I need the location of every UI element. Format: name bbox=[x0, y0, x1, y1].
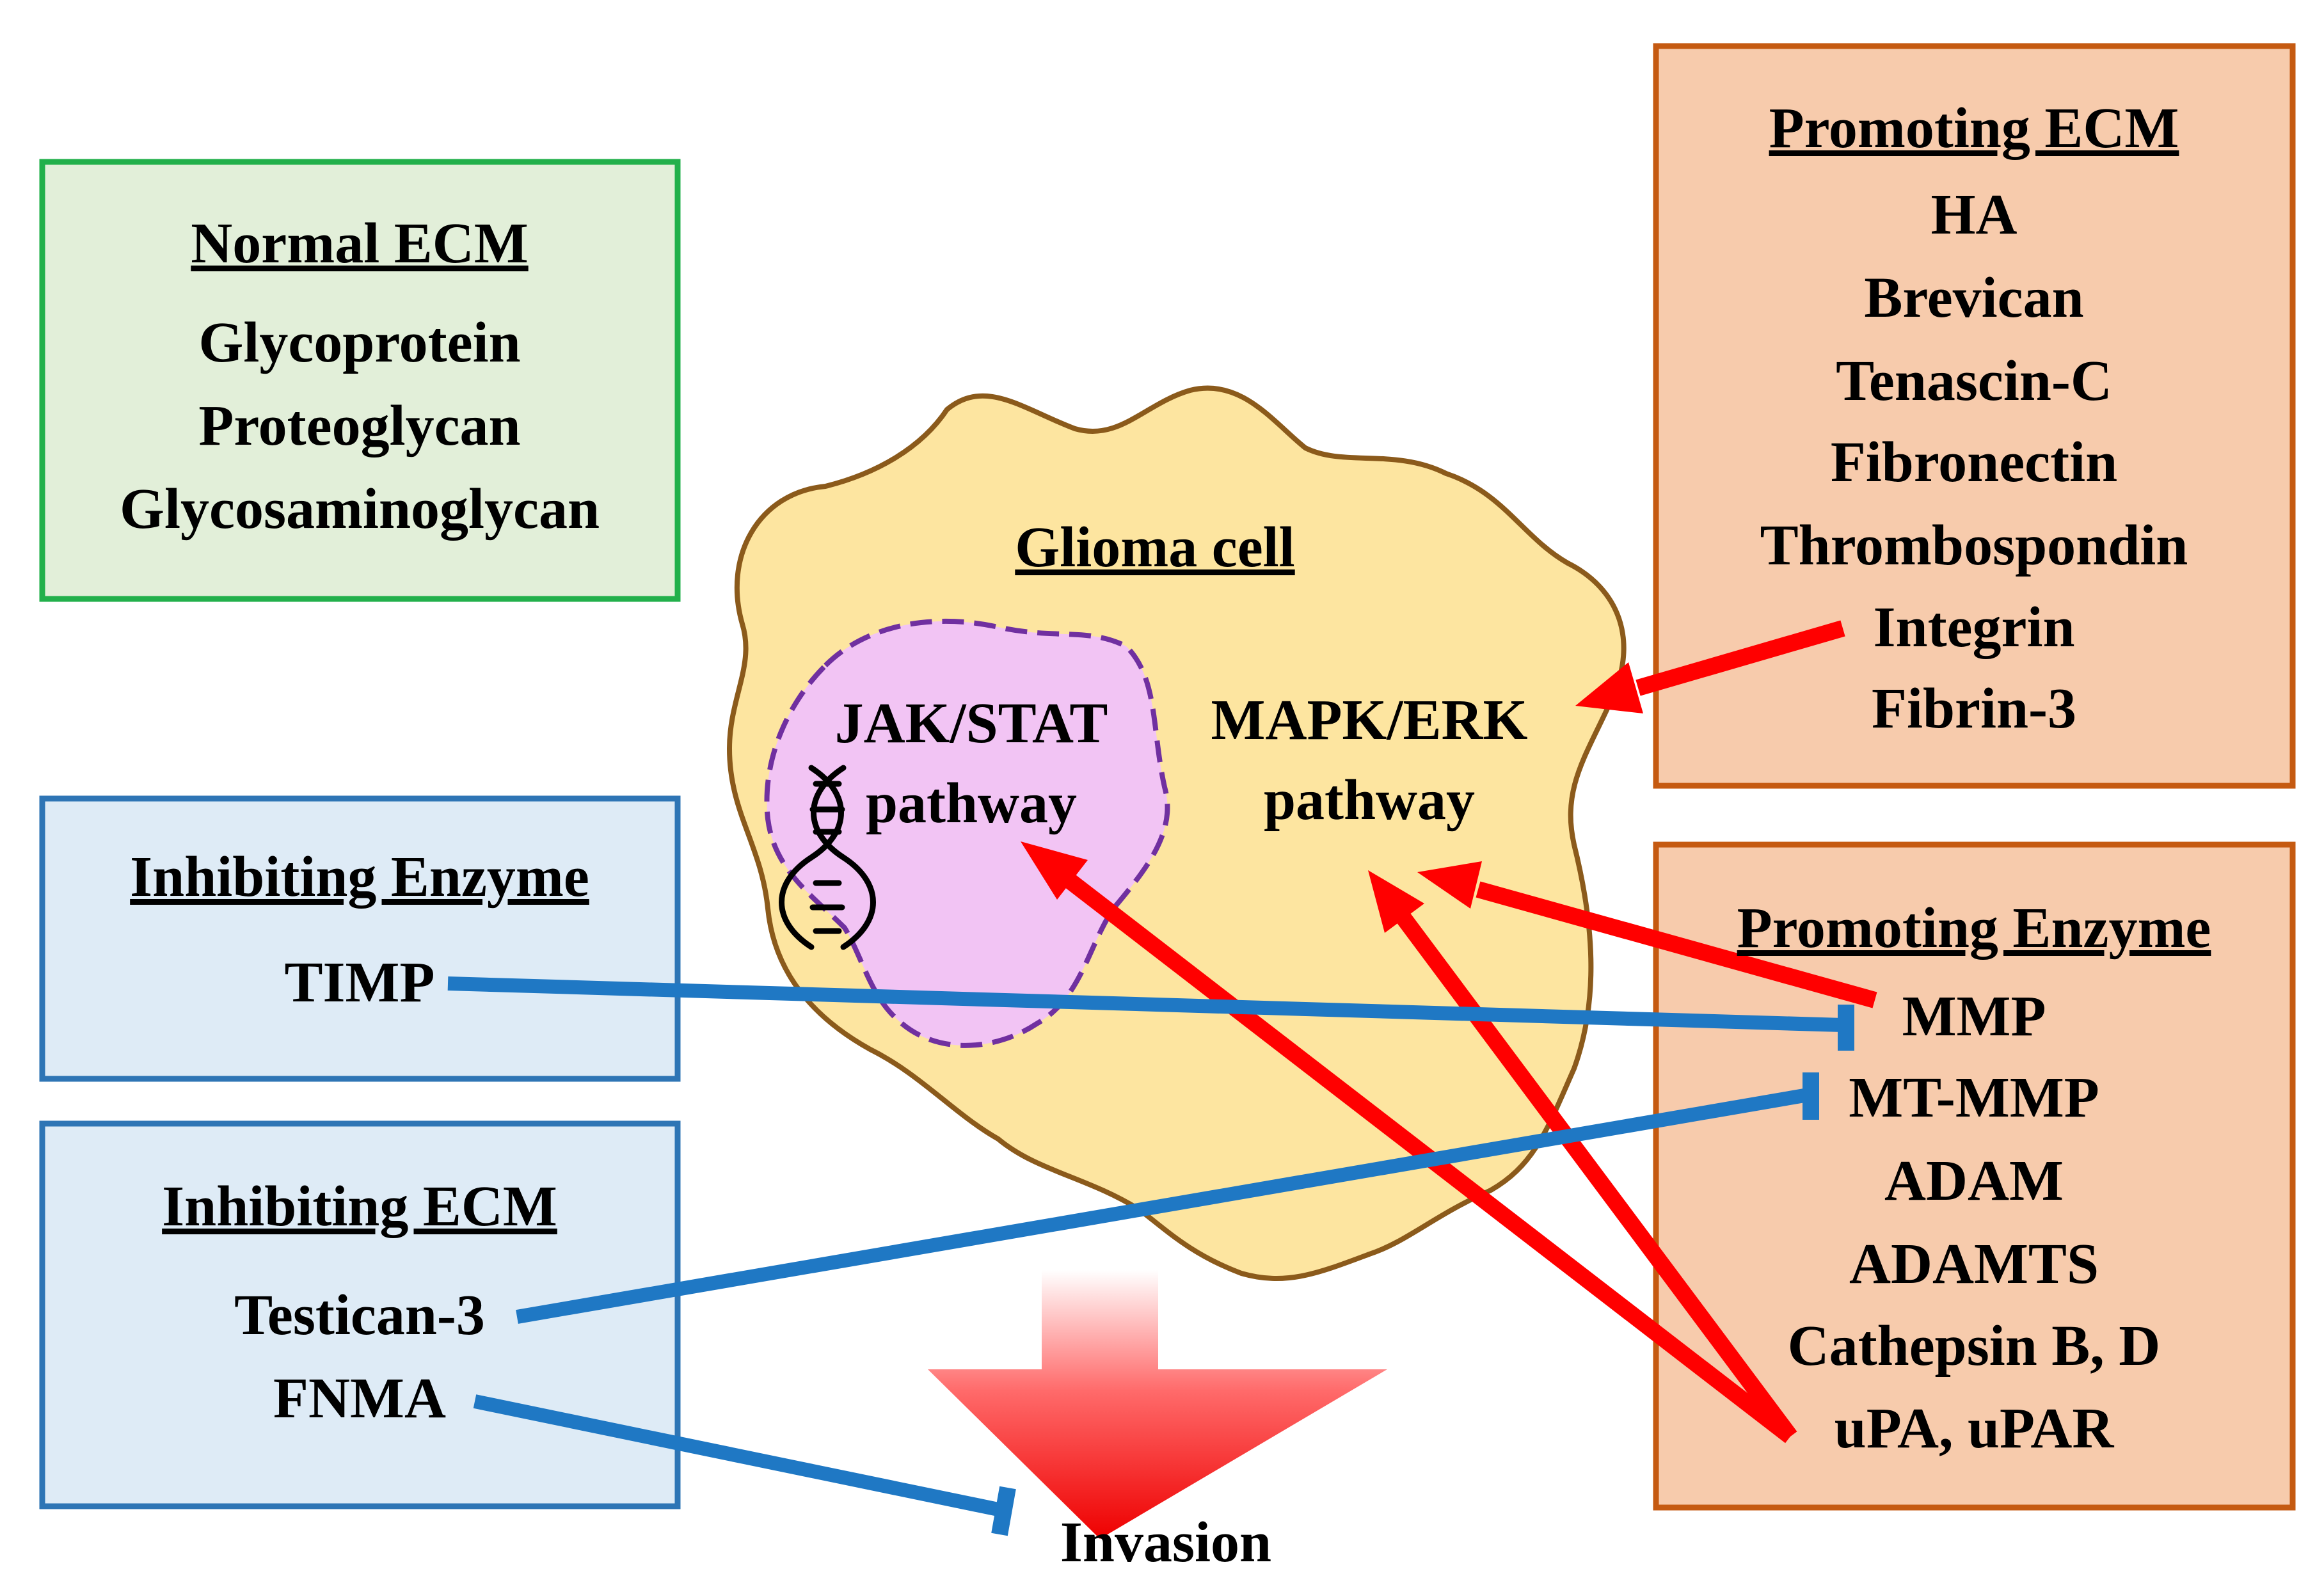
promoting-ecm-item: Thrombospondin bbox=[1760, 514, 2188, 577]
promoting-ecm-title: Promoting ECM bbox=[1769, 97, 2179, 160]
inhibiting-enzyme-box bbox=[39, 795, 681, 1082]
glioma-cell-title: Glioma cell bbox=[1015, 516, 1294, 579]
mapk-erk-label-line1: MAPK/ERK bbox=[1211, 689, 1528, 752]
arrowhead-upa-to-mapk bbox=[1368, 870, 1424, 933]
inhibiting-enzyme-item: TIMP bbox=[285, 951, 435, 1014]
promoting-enzyme-item: uPA, uPAR bbox=[1835, 1397, 2115, 1460]
promoting-enzyme-title: Promoting Enzyme bbox=[1737, 896, 2211, 960]
promoting-enzyme-item: MMP bbox=[1902, 985, 2046, 1048]
normal-ecm-item: Proteoglycan bbox=[198, 394, 520, 458]
normal-ecm-title: Normal ECM bbox=[191, 212, 528, 275]
dna-icon bbox=[779, 765, 876, 950]
normal-ecm-item: Glycoprotein bbox=[198, 311, 520, 374]
promoting-enzyme-item: ADAMTS bbox=[1849, 1232, 2099, 1296]
arrow-integrin-to-mapk bbox=[1636, 620, 1845, 696]
mapk-erk-label-line2: pathway bbox=[1264, 768, 1475, 832]
invasion-label: Invasion bbox=[1060, 1511, 1271, 1574]
promoting-ecm-box bbox=[1653, 43, 2296, 789]
arrowhead-mmp-to-mapk bbox=[1417, 861, 1482, 909]
normal-ecm-box bbox=[39, 159, 681, 602]
inhibiting-ecm-box bbox=[39, 1120, 681, 1509]
inhibit-testican-to-mtmmp bbox=[516, 1088, 1806, 1324]
inhibit-fnma-to-invasion bbox=[473, 1394, 1003, 1517]
arrowhead-integrin-to-mapk bbox=[1575, 662, 1643, 713]
inhibit-bar-fnma-invasion bbox=[991, 1486, 1016, 1536]
inhibiting-ecm-title: Inhibiting ECM bbox=[162, 1175, 557, 1238]
inhibit-timp-to-mmp bbox=[447, 976, 1843, 1032]
glioma-cell-shape bbox=[726, 385, 1627, 1282]
promoting-enzyme-item: ADAM bbox=[1884, 1149, 2064, 1213]
promoting-enzyme-item: Cathepsin B, D bbox=[1788, 1314, 2161, 1378]
arrow-mmp-to-mapk bbox=[1476, 881, 1877, 1008]
promoting-ecm-item: Tenascin-C bbox=[1836, 349, 2112, 413]
promoting-enzyme-item: MT-MMP bbox=[1849, 1066, 2099, 1129]
promoting-ecm-item: Fibronectin bbox=[1831, 431, 2117, 494]
promoting-ecm-item: HA bbox=[1931, 183, 2018, 246]
promoting-ecm-item: Fibrin-3 bbox=[1872, 677, 2076, 740]
inhibiting-ecm-item: Testican-3 bbox=[234, 1284, 485, 1347]
arrowhead-upa-to-jak bbox=[1021, 841, 1088, 900]
promoting-ecm-item: Integrin bbox=[1874, 596, 2075, 659]
jak-stat-label-line1: JAK/STAT bbox=[835, 692, 1108, 755]
normal-ecm-item: Glycosaminoglycan bbox=[120, 477, 600, 541]
inhibition-lines bbox=[447, 976, 1854, 1536]
promoting-ecm-item: Brevican bbox=[1864, 266, 2083, 330]
arrow-upa-to-mapk bbox=[1394, 910, 1797, 1442]
invasion-arrow bbox=[928, 1270, 1387, 1539]
jak-stat-label-line2: pathway bbox=[866, 772, 1077, 835]
inhibiting-enzyme-title: Inhibiting Enzyme bbox=[130, 845, 589, 909]
inhibiting-ecm-item: FNMA bbox=[273, 1367, 446, 1430]
